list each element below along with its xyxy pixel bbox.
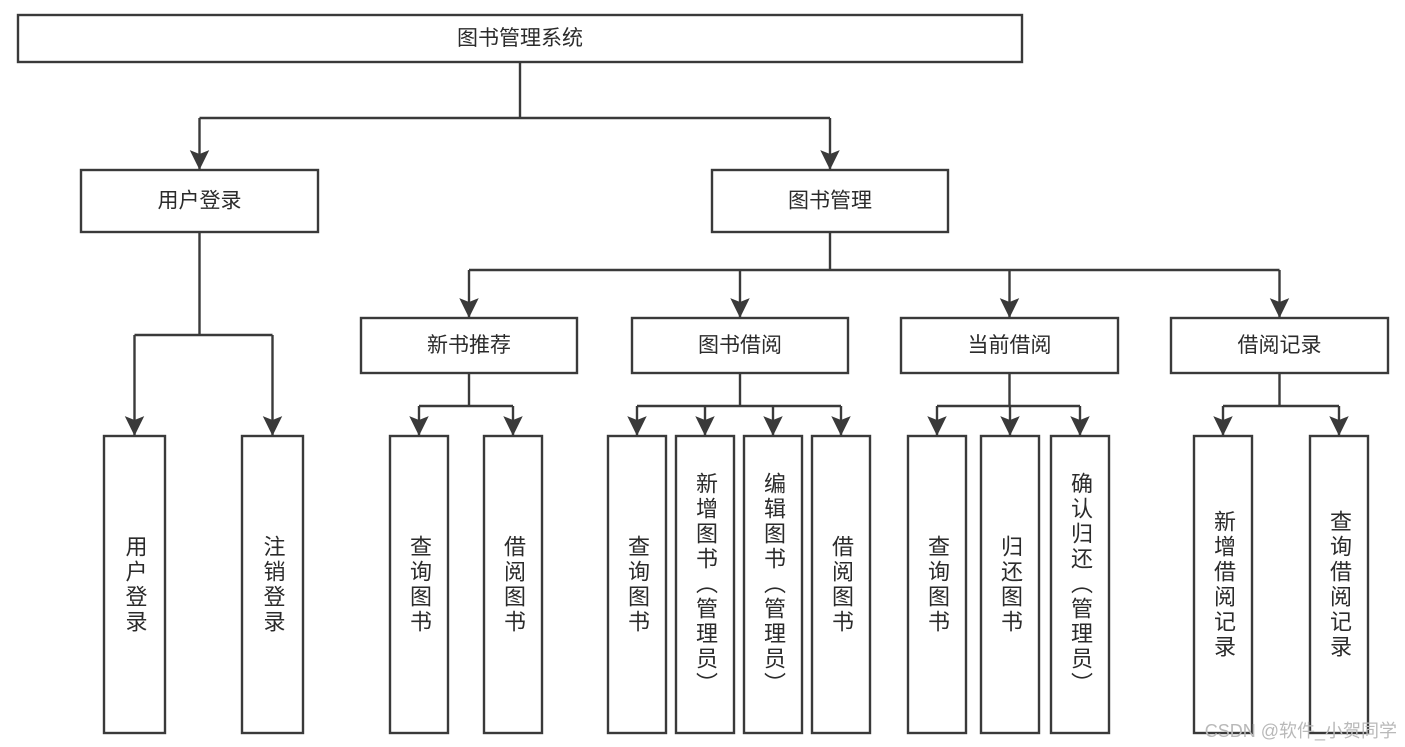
node-borrow-add-book[interactable]: 新增图书（管理员） [674,434,736,735]
node-label: 图书管理 [788,190,872,213]
node-book-borrow[interactable]: 图书借阅 [630,316,850,375]
node-label: 新书推荐 [427,334,511,357]
node-label: 当前借阅 [968,334,1052,357]
node-label: 编辑图书（管理员） [761,472,786,697]
node-label: 查询图书 [925,534,950,635]
node-label: 图书管理系统 [457,27,583,50]
node-label: 查询图书 [407,534,432,635]
node-label: 新增图书（管理员） [693,472,718,697]
node-boxes: 图书管理系统用户登录用户登录注销登录图书管理新书推荐查询图书借阅图书图书借阅查询… [16,13,1390,735]
node-label: 借阅图书 [501,534,526,635]
node-user-login-leaf[interactable]: 用户登录 [102,434,167,735]
node-label: 注销登录 [260,534,286,635]
node-current-borrow[interactable]: 当前借阅 [899,316,1120,375]
node-label: 查询借阅记录 [1327,509,1352,660]
node-current-confirm-return[interactable]: 确认归还（管理员） [1049,434,1111,735]
node-borrow-query-book[interactable]: 查询图书 [606,434,668,735]
node-borrow-edit-book[interactable]: 编辑图书（管理员） [742,434,804,735]
node-record-query[interactable]: 查询借阅记录 [1308,434,1370,735]
connector-edges [124,62,1349,436]
node-label: 用户登录 [158,190,242,213]
node-recommend-query-book[interactable]: 查询图书 [388,434,450,735]
node-current-query-book[interactable]: 查询图书 [906,434,968,735]
node-recommend-borrow-book[interactable]: 借阅图书 [482,434,544,735]
node-user-login[interactable]: 用户登录 [79,168,320,234]
node-new-book-recommend[interactable]: 新书推荐 [359,316,579,375]
node-label: 借阅图书 [829,534,854,635]
node-label: 新增借阅记录 [1211,509,1236,660]
node-label: 归还图书 [998,534,1023,635]
node-label: 确认归还（管理员） [1068,472,1093,697]
node-root[interactable]: 图书管理系统 [16,13,1024,64]
node-label: 借阅记录 [1238,334,1322,357]
node-record-add[interactable]: 新增借阅记录 [1192,434,1254,735]
node-book-management[interactable]: 图书管理 [710,168,950,234]
node-label: 图书借阅 [698,334,782,357]
node-label: 查询图书 [625,534,650,635]
node-current-return-book[interactable]: 归还图书 [979,434,1041,735]
node-borrow-borrow-book[interactable]: 借阅图书 [810,434,872,735]
node-label: 用户登录 [122,534,148,635]
node-user-logout-leaf[interactable]: 注销登录 [240,434,305,735]
node-borrow-records[interactable]: 借阅记录 [1169,316,1390,375]
